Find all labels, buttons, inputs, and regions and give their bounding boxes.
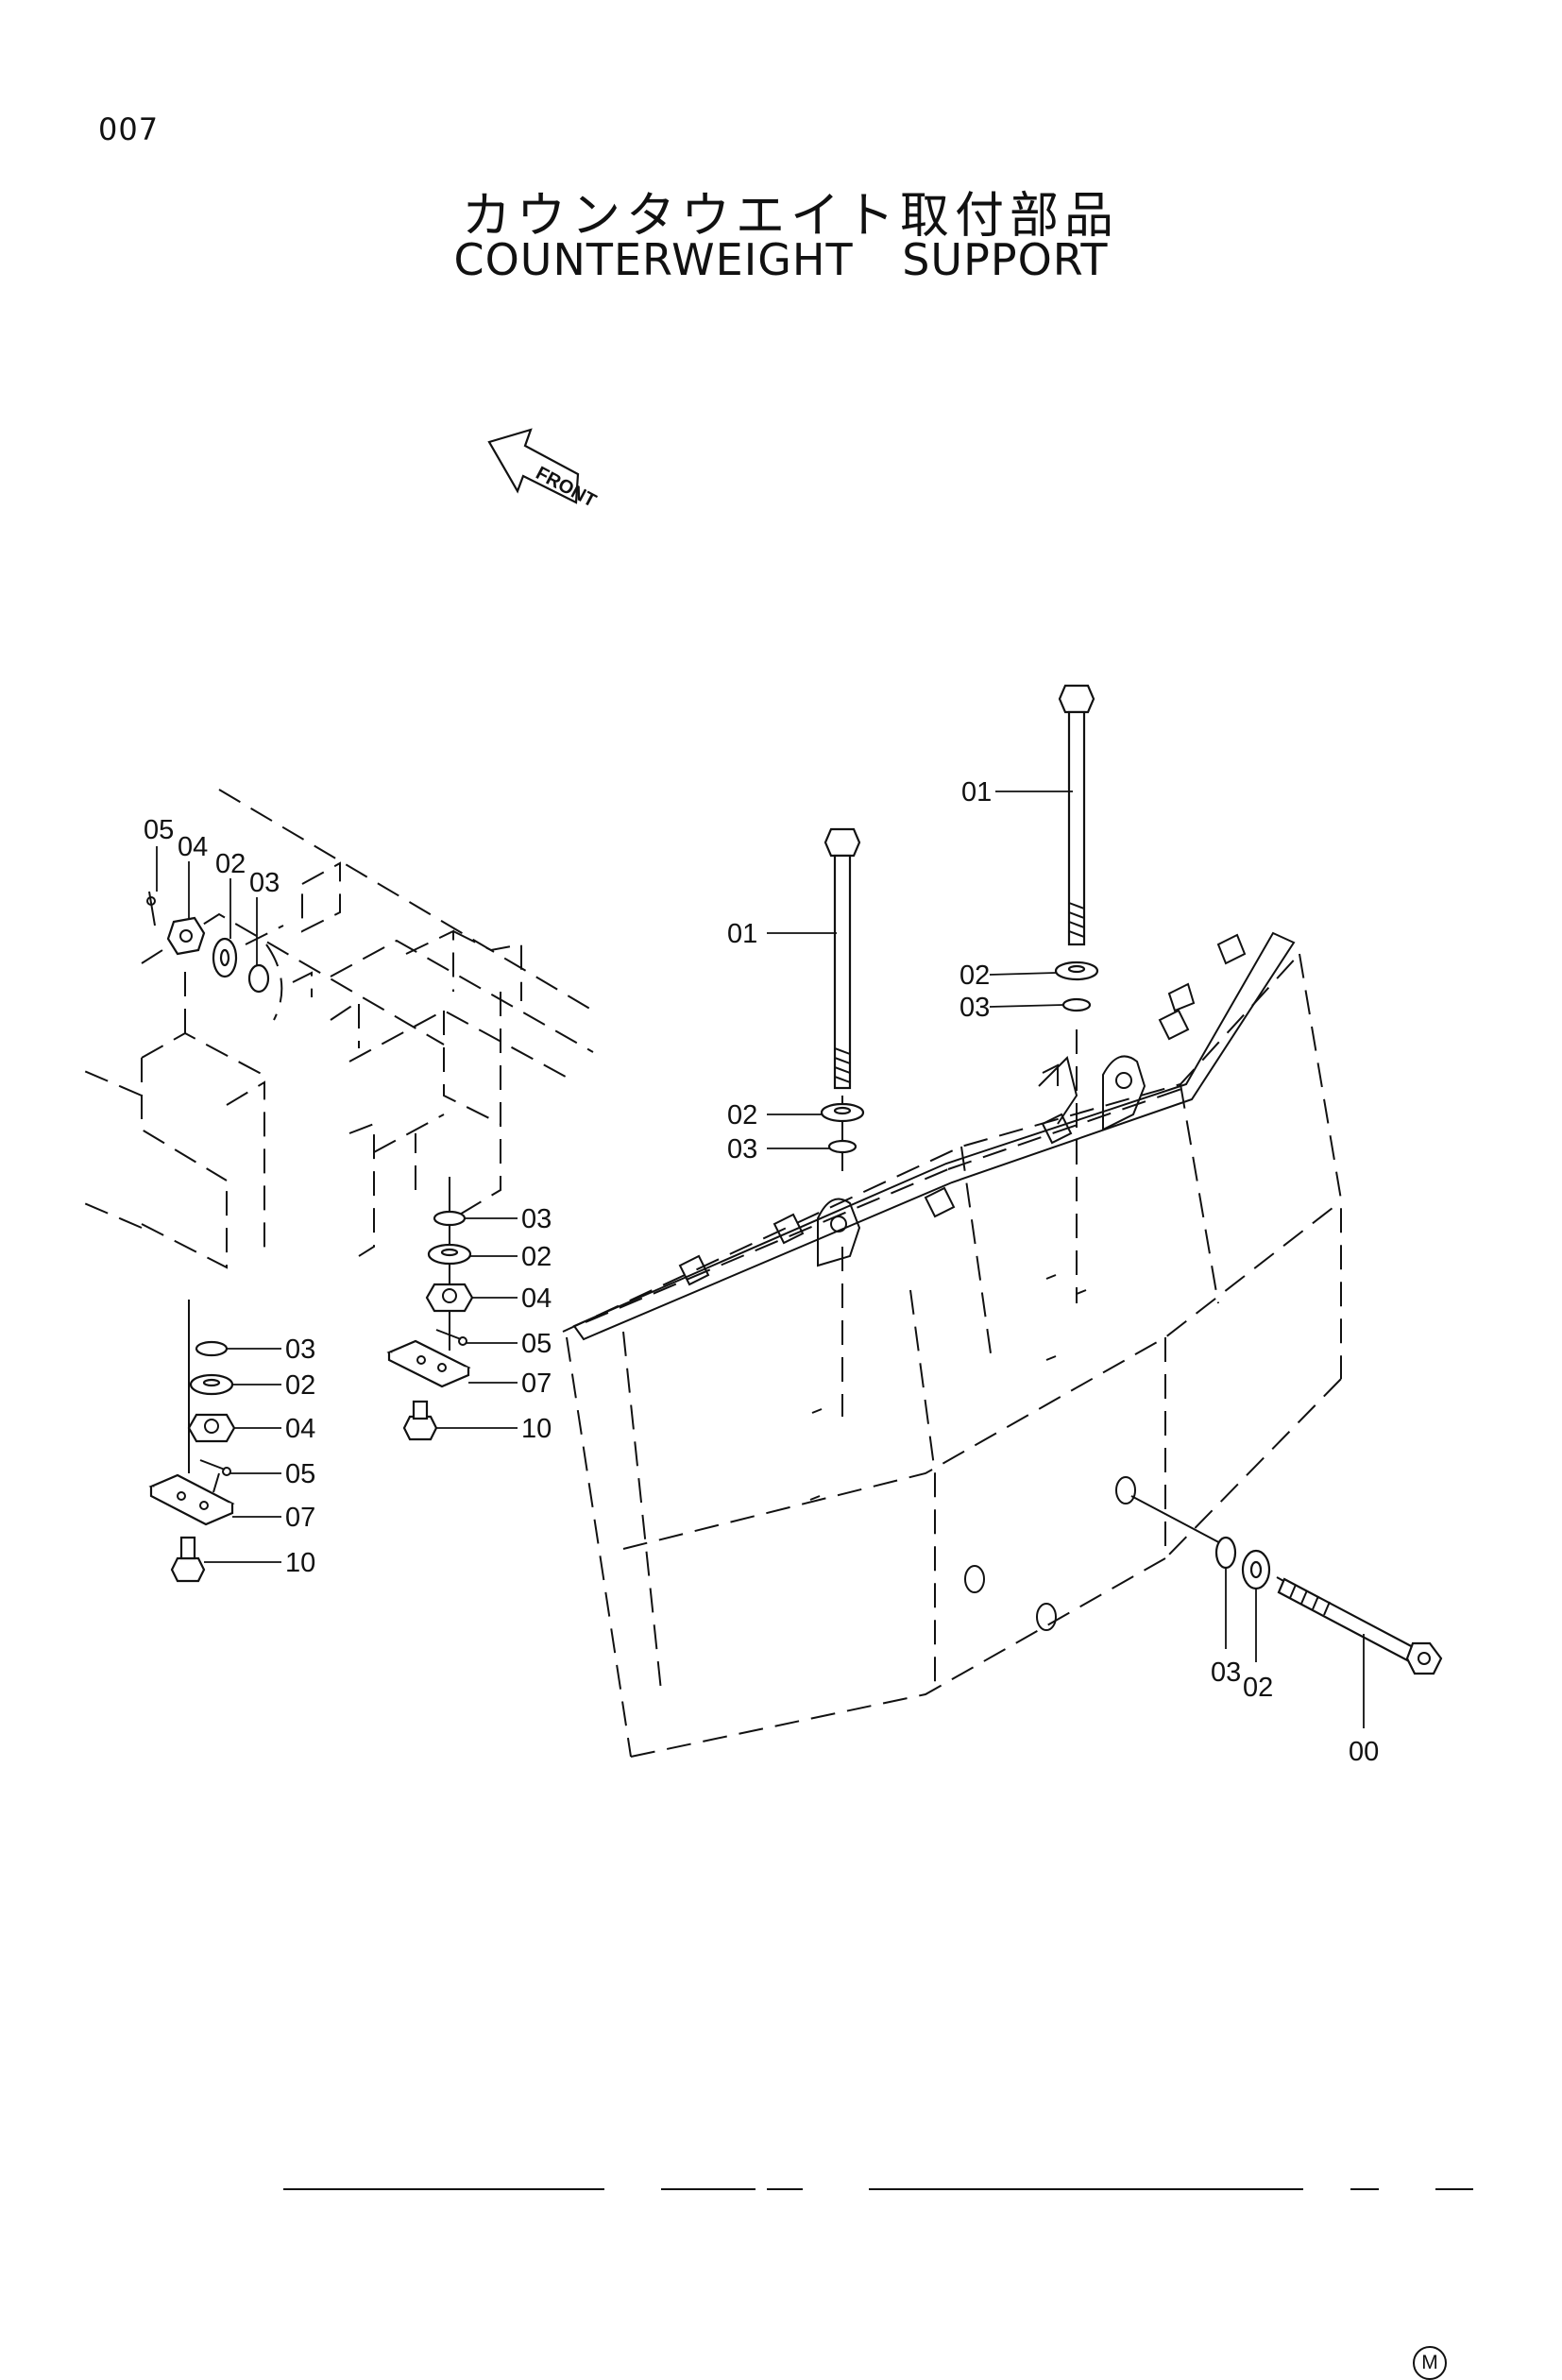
callout-04-mid: 04: [521, 1284, 552, 1314]
counterweight-top-plate: [572, 931, 1296, 1341]
callout-05-low: 05: [285, 1459, 315, 1489]
callout-03-rear: 03: [1211, 1658, 1241, 1688]
callout-05-mid: 05: [521, 1329, 552, 1359]
counterweight-body: [562, 953, 1342, 1758]
callout-05-left-top: 05: [144, 815, 174, 845]
leader-lines: [156, 790, 1365, 1728]
rear-bolt-assembly: [1214, 1536, 1443, 1675]
callout-02-low: 02: [285, 1370, 315, 1401]
callout-10-mid: 10: [521, 1414, 552, 1444]
callout-07-low: 07: [285, 1503, 315, 1533]
callout-03-mid: 03: [521, 1204, 552, 1234]
rear-bolt-axis: [1130, 1495, 1229, 1548]
callout-04-low: 04: [285, 1414, 315, 1444]
left-top-assembly: [146, 891, 283, 1021]
callout-labels: 01 01 02 03 02 03 05 04 02 03 03 02 04 0…: [144, 777, 1379, 1767]
m-mark-icon: M: [1413, 2346, 1447, 2380]
front-arrow-icon: FRONT: [487, 428, 600, 512]
callout-07-mid: 07: [521, 1368, 552, 1399]
callout-03-left-top: 03: [249, 868, 280, 898]
bolt-long-a: [823, 827, 861, 1417]
callout-04-left-top: 04: [178, 832, 208, 862]
bolt-long-b: [1058, 684, 1095, 1303]
washer-a-02: [820, 1102, 865, 1123]
callout-01-a: 01: [727, 919, 757, 949]
page-number: 007: [98, 111, 160, 147]
title-english: COUNTERWEIGHT SUPPORT: [453, 234, 1109, 285]
callout-03-b: 03: [959, 993, 990, 1023]
title-japanese: カウンタウエイト取付部品: [461, 188, 1119, 245]
parts-diagram: FRONT: [75, 428, 1473, 2190]
washer-b-03: [1061, 997, 1092, 1012]
callout-10-low: 10: [285, 1548, 315, 1578]
main-frame: [75, 789, 594, 1269]
low-stack: [148, 1300, 236, 1583]
mid-stack: [386, 1177, 474, 1441]
callout-00-rear: 00: [1349, 1737, 1379, 1767]
callout-03-a: 03: [727, 1134, 757, 1164]
callout-02-rear: 02: [1243, 1673, 1273, 1703]
counterweight-holes: [809, 1274, 1136, 1631]
callout-02-left-top: 02: [215, 849, 246, 879]
washer-a-03: [827, 1139, 857, 1154]
callout-02-b: 02: [959, 960, 990, 991]
callout-02-mid: 02: [521, 1242, 552, 1272]
callout-03-low: 03: [285, 1334, 315, 1365]
washer-b-02: [1054, 960, 1099, 981]
callout-01-b: 01: [961, 777, 992, 808]
callout-02-a: 02: [727, 1100, 757, 1130]
